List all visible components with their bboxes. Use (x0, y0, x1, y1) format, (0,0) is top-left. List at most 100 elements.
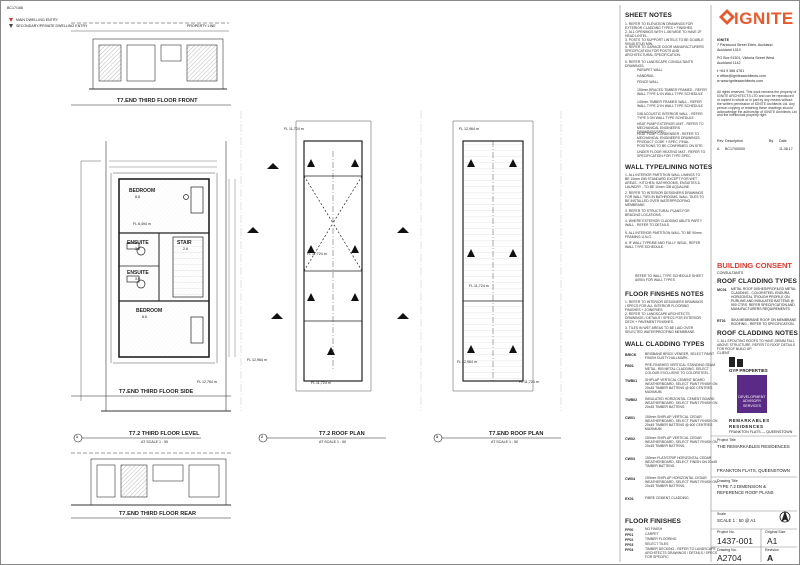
level-mark: FL 12,964 m (459, 127, 480, 131)
roof-cladding-row: MC01 METAL ROOF DISHES/PROFILED METAL CL… (717, 287, 796, 311)
wall-cladding-title: WALL CLADDING TYPES (625, 341, 705, 348)
level-mark: FL 12,964 m (247, 358, 268, 362)
scale-label: Scale (717, 512, 726, 516)
view-title-side: T7.END THIRD FLOOR SIDE (119, 389, 194, 395)
roof-cladding-title: ROOF CLADDING TYPES (717, 278, 797, 285)
floor-finish-note: 3. TILES IN WET AREAS TO BE LAID OVER SE… (625, 326, 696, 334)
roof-cladding-note: 1. ALL SPOUTING ROOFS TO HAVE 250MM FALL… (717, 339, 795, 351)
wall-legend-item: HEAT PUMP CONDENSER - REFER TO MECHANICA… (637, 132, 704, 148)
project-location: FRANKTON FLATS, QUEENSTOWN (717, 468, 790, 473)
wall-type-note: 1. ALL INTERIOR PARTITION WALL LININGS T… (625, 173, 701, 189)
development-advisory-badge: DEVELOPMENT ADVISORY SERVICES (737, 375, 767, 413)
room-ensuite-2-area: 3.0 (135, 277, 140, 281)
wall-type-note: 4. WHERE EXTERIOR CLADDING ABUTS PARTY W… (625, 219, 703, 227)
wall-type-note: 5. ALL INTERIOR PARTITION WALL TO BE 90m… (625, 231, 702, 239)
revision-table-header: Rev Description By Date (717, 139, 787, 143)
level-mark: FL 12,964 m (457, 360, 478, 364)
sheet-note-item: 1. REFER TO ELEVATION DRAWINGS FOR EXTER… (625, 22, 694, 30)
tend-roof-plan (452, 120, 534, 392)
level-mark: FL 11,724 m (469, 284, 489, 288)
project-title-label: Project Title (717, 438, 736, 442)
sheet-note-item: 4. REFER TO GARAGE DOOR MANUFACTURERS SP… (625, 45, 704, 57)
wall-legend-item: 190mm BRACED TIMBER FRAMED - REFER WALL … (637, 88, 707, 96)
address-line: Auckland 1010 (717, 48, 741, 52)
client-residences: RESIDENCES (729, 424, 764, 429)
wall-legend-item: FENCE WALL (637, 80, 659, 84)
wall-type-tail: REFER TO WALL TYPE SCHEDULE SHEET A0904 … (635, 274, 704, 282)
secondary-entry-marker (9, 24, 13, 28)
drawing-no-label: Drawing No. (717, 548, 737, 552)
key-note-main-entry: MAIN DWELLING ENTRY (16, 18, 58, 22)
level-mark: FL 11,724 m (311, 381, 331, 385)
section-markers (247, 163, 409, 319)
original-size-label: Original Size (765, 530, 786, 534)
sheet-note-item: 2. ALL OPENINGS WITH 1.4M WIDE TO HAVE 2… (625, 30, 702, 38)
wall-legend-item: HEAT PUMP EXTERIOR UNIT - REFER TO MECHA… (637, 122, 704, 134)
third-floor-plan (110, 172, 218, 364)
address-line: w www.igniteaarchitects.com (717, 79, 763, 83)
wall-legend-item: GIB ACOUSTIC INTERIOR WALL - REFER TYPE … (637, 112, 703, 120)
level-mark: FL 11,724 m (519, 380, 539, 384)
scale-value: SCALE 1 : 50 @ A1 (717, 518, 756, 523)
tend-roof-arrows (467, 159, 517, 353)
address-line: IGNITE (717, 38, 729, 42)
grid-lines (240, 111, 562, 411)
view-scale-3: AT SCALE 1 : 50 (491, 440, 519, 444)
wall-legend-item: PARAPET WALL (637, 68, 663, 72)
level-mark: FL 8,494 m (133, 222, 152, 226)
project-no: 1437-001 (717, 536, 753, 546)
corner-code: BC17/166 (7, 6, 23, 10)
view-title-markers (71, 104, 561, 519)
view-number-1: 1 (76, 435, 78, 439)
drawing-title-line-1: TYPE 7.2 DIMENSION & (717, 484, 767, 489)
address-line: e office@igniteaarchitects.com (717, 74, 766, 78)
view-title-tend-roof-plan: T7.END ROOF PLAN (489, 431, 544, 437)
side-elevation (80, 141, 231, 412)
revision-label: Revision (765, 548, 779, 552)
property-line-label: PROPERTY LINE (187, 24, 216, 28)
floor-finish-note: 1. REFER TO INTERIOR DESIGNERS DRAWINGS … (625, 300, 704, 312)
level-mark: FL 12,764 m (197, 380, 218, 384)
floor-finishes-notes-title: FLOOR FINSHES NOTES (625, 291, 704, 298)
room-ensuite-1-area: 3.2 (135, 247, 140, 251)
view-scale-2: AT SCALE 1 : 50 (319, 440, 347, 444)
floor-finishes-title: FLOOR FINISHES (625, 518, 681, 525)
sheet-note-item: 5. REFER TO LANDSCAPE CONSULTANTS DRAWIN… (625, 60, 693, 68)
wall-type-note: 6. IF WALL TYPE/BE AND FULLY INSUL, REFE… (625, 241, 701, 249)
drawing-title-line-2: REFERENCE ROOF PLANS (717, 490, 774, 495)
project-no-label: Project No. (717, 530, 735, 534)
view-title-t72-roof-plan: T7.2 ROOF PLAN (319, 431, 365, 437)
view-title-rear: T7.END THIRD FLOOR REAR (119, 511, 197, 517)
view-title-third-floor-level: T7.2 THIRD FLOOR LEVEL (129, 431, 200, 437)
client-remarkables-sub: FRANKTON FLATS — QUEENSTOWN (729, 430, 793, 434)
roof-cladding-row: RT01 SIKA MEMBRANE ROOF ON MEMBRANE ROOF… (717, 318, 797, 326)
address-line: PO Box 91301, Victoria Street West (717, 56, 774, 60)
copyright-notice: All rights reserved. This work remains t… (717, 90, 797, 118)
room-ensuite-2: ENSUITE (127, 270, 149, 276)
wall-type-notes-title: WALL TYPE/LINING NOTES (625, 164, 713, 171)
client-label: CLIENT (717, 351, 730, 355)
room-bedroom-2: BEDROOM (136, 308, 163, 314)
view-number-2: 2 (261, 435, 263, 439)
north-arrow (779, 510, 791, 523)
client-gyp-properties: GYP PROPERTIES (729, 368, 768, 373)
wall-type-note: 2. REFER TO INTERIOR DESIGNERS DRAWINGS … (625, 191, 705, 207)
room-bedroom-1-area: 8.8 (135, 195, 140, 199)
wall-type-note: 3. REFER TO STRUCTURAL PLANS FOR BRACING… (625, 209, 690, 217)
wall-legend-item: 140mm TIMBER FRAMED WALL - REFER WALL TY… (637, 100, 703, 108)
view-title-front: T7.END THIRD FLOOR FRONT (117, 98, 198, 104)
drawing-title-label: Drawing Title (717, 479, 738, 483)
dimension-lines (109, 160, 236, 357)
sheet-notes-title: SHEET NOTES (625, 12, 672, 19)
